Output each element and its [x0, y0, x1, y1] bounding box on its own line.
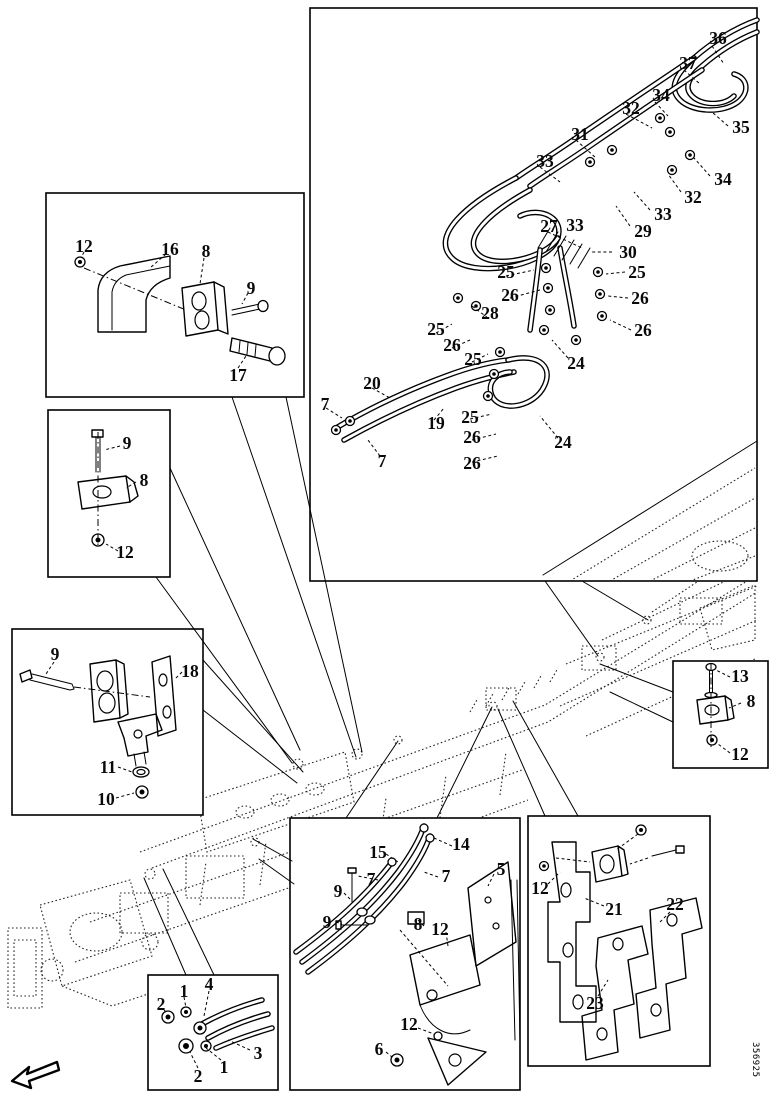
part-label-9: 9	[334, 881, 343, 901]
part-label-3: 3	[254, 1043, 263, 1063]
part-label-12: 12	[75, 236, 93, 256]
part-label-25: 25	[427, 319, 445, 339]
part-label-6: 6	[375, 1039, 384, 1059]
hose-sleeve-art	[537, 227, 591, 269]
part-label-20: 20	[363, 373, 381, 393]
brackets-panel-art	[538, 824, 703, 1061]
part-label-10: 10	[97, 789, 115, 809]
part-label-32: 32	[622, 98, 640, 118]
part-label-7: 7	[378, 451, 387, 471]
part-label-26: 26	[634, 320, 652, 340]
part-label-12: 12	[731, 744, 749, 764]
part-label-35: 35	[732, 117, 750, 137]
part-label-9: 9	[323, 912, 332, 932]
part-label-26: 26	[463, 427, 481, 447]
part-label-22: 22	[666, 894, 684, 914]
part-label-14: 14	[452, 834, 470, 854]
part-label-7: 7	[367, 869, 376, 889]
part-label-26: 26	[501, 285, 519, 305]
panel-u-bracket	[45, 192, 305, 398]
part-label-19: 19	[427, 413, 445, 433]
part-label-24: 24	[554, 432, 572, 452]
part-label-2: 2	[194, 1066, 203, 1086]
part-label-11: 11	[100, 757, 117, 777]
drawing-number: 356925	[750, 1042, 760, 1078]
part-label-12: 12	[431, 919, 449, 939]
part-label-8: 8	[140, 470, 149, 490]
callout-leader-lines	[143, 396, 674, 976]
part-label-26: 26	[443, 335, 461, 355]
hose-route-panel-art	[296, 824, 521, 1086]
part-label-32: 32	[684, 187, 702, 207]
part-label-26: 26	[463, 453, 481, 473]
part-label-29: 29	[634, 221, 652, 241]
part-label-12: 12	[400, 1014, 418, 1034]
part-label-21: 21	[605, 899, 623, 919]
part-label-30: 30	[619, 242, 637, 262]
part-label-33: 33	[536, 151, 554, 171]
part-label-12: 12	[116, 542, 134, 562]
part-label-1: 1	[220, 1057, 229, 1077]
part-label-8: 8	[747, 691, 756, 711]
part-label-16: 16	[161, 239, 179, 259]
hose-assembly-art	[325, 20, 757, 582]
part-label-9: 9	[51, 644, 60, 664]
part-label-31: 31	[571, 124, 589, 144]
panel-bracket-18	[11, 628, 204, 816]
part-label-4: 4	[205, 974, 214, 994]
part-label-9: 9	[123, 433, 132, 453]
panel-clamp-right	[672, 660, 769, 769]
part-label-5: 5	[497, 859, 506, 879]
part-label-33: 33	[566, 215, 584, 235]
part-label-37: 37	[679, 53, 697, 73]
fittings-panel-art	[161, 990, 272, 1069]
part-label-36: 36	[709, 28, 727, 48]
part-label-34: 34	[714, 169, 732, 189]
part-label-8: 8	[414, 914, 423, 934]
part-label-9: 9	[247, 278, 256, 298]
part-label-15: 15	[369, 842, 387, 862]
hose-label-leaders	[325, 45, 729, 463]
part-label-25: 25	[628, 262, 646, 282]
bracket-18-panel-art	[19, 655, 183, 799]
u-bracket-panel-art	[74, 251, 286, 369]
part-label-28: 28	[481, 303, 499, 323]
part-label-18: 18	[181, 661, 199, 681]
clamp-right-panel-art	[696, 662, 742, 754]
part-label-25: 25	[464, 349, 482, 369]
front-direction-arrow	[10, 1060, 61, 1090]
part-label-27: 27	[540, 216, 558, 236]
part-label-24: 24	[567, 353, 585, 373]
part-label-7: 7	[321, 394, 330, 414]
part-label-2: 2	[157, 994, 166, 1014]
part-label-8: 8	[202, 241, 211, 261]
part-label-17: 17	[229, 365, 247, 385]
part-label-7: 7	[442, 866, 451, 886]
part-label-26: 26	[631, 288, 649, 308]
part-label-1: 1	[180, 981, 189, 1001]
part-label-33: 33	[654, 204, 672, 224]
part-label-25: 25	[497, 262, 515, 282]
part-label-13: 13	[731, 666, 749, 686]
part-label-23: 23	[586, 993, 604, 1013]
part-label-34: 34	[652, 85, 670, 105]
part-label-25: 25	[461, 407, 479, 427]
hose-fittings	[330, 112, 696, 436]
part-label-12: 12	[531, 878, 549, 898]
clamp-top-panel-art	[77, 429, 139, 552]
